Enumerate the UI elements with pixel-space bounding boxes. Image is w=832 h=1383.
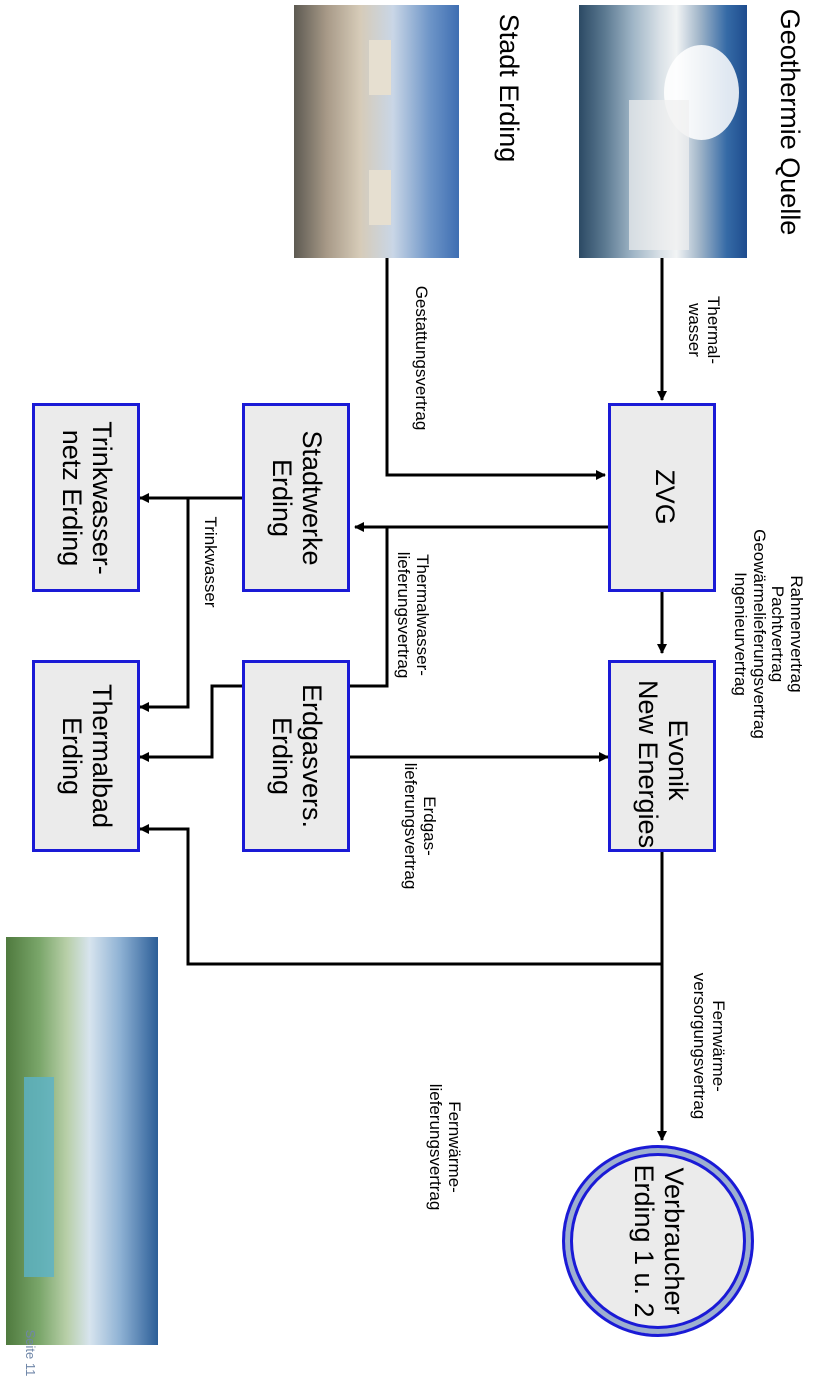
page-number: Seite 11 (23, 1329, 38, 1377)
label-zvg: ZVG (650, 469, 680, 525)
arrow-gestattung (385, 255, 606, 480)
label-trinkwasser: Trinkwasser (201, 516, 220, 608)
label-fernwaerme-lief: Fernwärme-lieferungsvertrag (426, 1083, 464, 1211)
label-erdgas: Erdgas-lieferungsvertrag (401, 762, 439, 890)
pool-water (24, 1077, 54, 1277)
label-thermalwasser-lief: Thermalwasser-lieferungsvertrag (394, 551, 432, 679)
node-zvg (608, 403, 716, 592)
tower-2 (369, 170, 391, 225)
steam-trail (629, 100, 689, 250)
label-thermalwasser: Thermal-wasser (685, 295, 723, 364)
node-trinkwassernetz (32, 403, 140, 592)
arrow-fernwaerme-bad (139, 824, 662, 966)
arrow-trinkwasser-bad (139, 498, 190, 712)
label-trinkwassernetz: Trinkwasser-netz Erding (57, 421, 117, 575)
tower-1 (369, 40, 391, 95)
geothermie-photo (579, 5, 747, 258)
node-evonik (608, 660, 716, 852)
node-verbraucher (562, 1145, 754, 1337)
node-thermalbad (32, 660, 140, 852)
node-stadtwerke (242, 403, 350, 592)
label-stadt: Stadt Erding (494, 13, 524, 163)
label-erdgasvers: Erdgasvers.Erding (267, 683, 327, 829)
label-geothermie: Geothermie Quelle (775, 8, 805, 236)
thermalbad-photo (6, 937, 158, 1345)
label-gestattung: Gestattungsvertrag (412, 285, 431, 431)
node-erdgasvers (242, 660, 350, 852)
arrow-thermalwasser-lief (139, 527, 389, 762)
label-fernwaerme-vers: Fernwärme-versorgungsvertrag (690, 972, 728, 1120)
stadt-erding-photo (294, 5, 459, 258)
